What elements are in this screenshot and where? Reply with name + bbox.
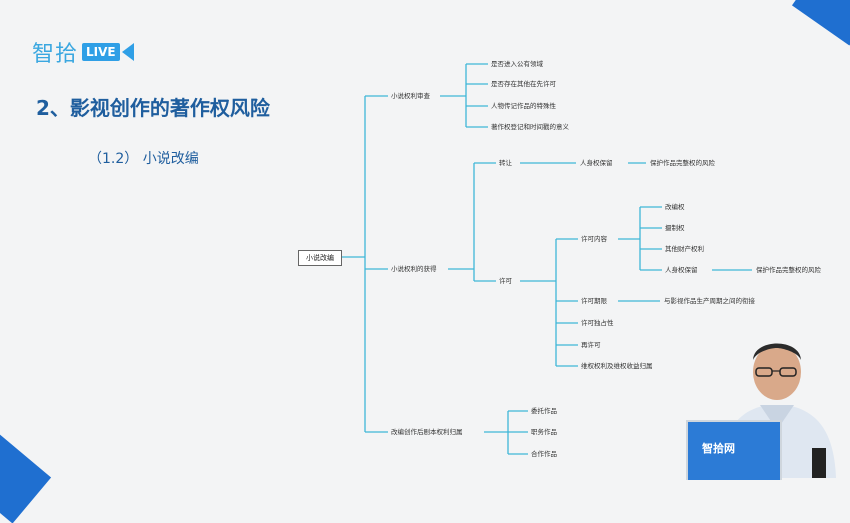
- node-license-content: 许可内容: [581, 235, 607, 243]
- node-transfer-moral: 人身权保留: [580, 159, 613, 167]
- node-right: 改编权: [665, 203, 685, 211]
- node-b1-item: 是否进入公有领域: [491, 60, 543, 68]
- node-moral-leaf: 保护作品完整权的风险: [756, 266, 821, 274]
- node-license-item: 再许可: [581, 341, 601, 349]
- node-transfer: 转让: [499, 159, 512, 167]
- node-b1-item: 著作权登记和时间戳的意义: [491, 123, 569, 131]
- node-branch1: 小说权利审查: [391, 92, 430, 100]
- node-branch3: 改编创作后剧本权利归属: [391, 428, 463, 436]
- node-b1-item: 是否存在其他在先许可: [491, 80, 556, 88]
- node-license-item: 许可独占性: [581, 319, 614, 327]
- mindmap-root: 小说改编: [298, 250, 342, 266]
- node-right: 摄制权: [665, 224, 685, 232]
- node-moral: 人身权保留: [665, 266, 698, 274]
- node-term-leaf: 与影视作品生产周期之间的衔接: [664, 297, 755, 305]
- node-branch2: 小说权利的获得: [391, 265, 437, 273]
- laptop-brand-logo: 智拾网: [702, 440, 735, 456]
- laptop: 智拾网: [686, 420, 782, 480]
- node-license: 许可: [499, 277, 512, 285]
- node-license-term: 许可期限: [581, 297, 607, 305]
- node-b3-item: 职务作品: [531, 428, 557, 436]
- node-right: 其他财产权利: [665, 245, 704, 253]
- node-b3-item: 委托作品: [531, 407, 557, 415]
- node-license-item: 维权权利及维权收益归属: [581, 362, 653, 370]
- cup: [812, 448, 826, 478]
- node-b1-item: 人物传记作品的特殊性: [491, 102, 556, 110]
- node-transfer-leaf: 保护作品完整权的风险: [650, 159, 715, 167]
- node-b3-item: 合作作品: [531, 450, 557, 458]
